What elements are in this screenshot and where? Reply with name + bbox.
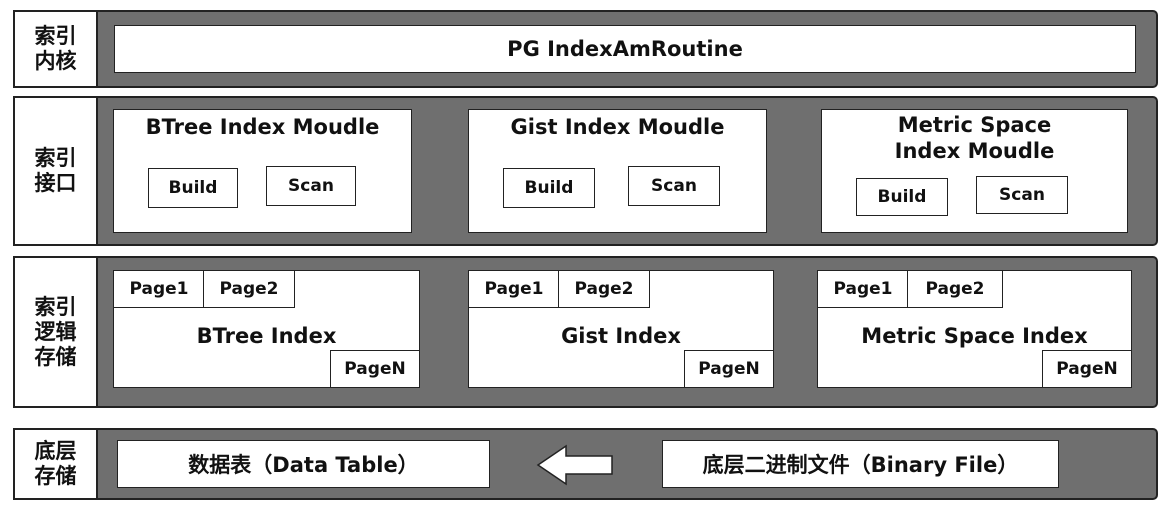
metric-space-scan-button[interactable]: Scan xyxy=(976,176,1068,214)
btree-page2: Page2 xyxy=(203,270,295,308)
row-label-interface-line-2: 接口 xyxy=(34,171,77,195)
metric-space-build-button[interactable]: Build xyxy=(856,178,948,216)
row-label-kernel-line-1: 索引 xyxy=(34,24,77,48)
metric-space-page1: Page1 xyxy=(817,270,909,308)
gist-page1: Page1 xyxy=(468,270,560,308)
metric-space-index-box: Page1 Page2 Metric Space Index PageN xyxy=(817,270,1132,388)
gist-module-title: Gist Index Moudle xyxy=(510,115,725,139)
gist-build-button[interactable]: Build xyxy=(503,168,595,208)
row-label-storage-line-2: 存储 xyxy=(34,464,77,488)
row-label-storage-line-1: 底层 xyxy=(34,439,77,463)
index-am-routine-box: PG IndexAmRoutine xyxy=(114,25,1136,73)
btree-build-button[interactable]: Build xyxy=(148,168,238,208)
row-label-logical: 索引 逻辑 存储 xyxy=(13,256,98,408)
metric-space-pagen: PageN xyxy=(1042,350,1132,388)
row-label-kernel-line-2: 内核 xyxy=(34,49,77,73)
row-label-kernel: 索引 内核 xyxy=(13,10,98,88)
storage-band: 数据表（Data Table） 底层二进制文件（Binary File） xyxy=(98,428,1158,500)
btree-index-name: BTree Index xyxy=(196,324,337,348)
row-label-interface: 索引 接口 xyxy=(13,96,98,246)
kernel-band: PG IndexAmRoutine xyxy=(98,10,1158,88)
btree-scan-button[interactable]: Scan xyxy=(266,166,356,206)
row-label-logical-line-3: 存储 xyxy=(34,344,77,369)
data-table-label: 数据表（Data Table） xyxy=(188,453,419,477)
logical-band: Page1 Page2 BTree Index PageN Page1 Page… xyxy=(98,256,1158,408)
row-label-storage: 底层 存储 xyxy=(13,428,98,500)
btree-module-title: BTree Index Moudle xyxy=(145,115,380,139)
binary-file-label: 底层二进制文件（Binary File） xyxy=(702,453,1019,477)
binary-file-box: 底层二进制文件（Binary File） xyxy=(662,440,1059,488)
interface-band: BTree Index Moudle Build Scan Gist Index… xyxy=(98,96,1158,246)
metric-space-module-title: Metric Space Index Moudle xyxy=(894,113,1055,163)
index-am-routine-label: PG IndexAmRoutine xyxy=(507,37,743,61)
gist-module: Gist Index Moudle Build Scan xyxy=(468,109,767,233)
data-table-box: 数据表（Data Table） xyxy=(117,440,490,488)
row-label-logical-line-1: 索引 xyxy=(34,294,77,319)
btree-page1: Page1 xyxy=(113,270,205,308)
row-label-interface-line-1: 索引 xyxy=(34,146,77,170)
gist-index-box: Page1 Page2 Gist Index PageN xyxy=(468,270,774,388)
metric-space-index-name: Metric Space Index xyxy=(861,324,1088,348)
left-arrow-icon xyxy=(536,444,613,486)
gist-page2: Page2 xyxy=(558,270,650,308)
btree-module: BTree Index Moudle Build Scan xyxy=(113,109,412,233)
metric-space-module: Metric Space Index Moudle Build Scan xyxy=(821,109,1128,233)
gist-pagen: PageN xyxy=(684,350,774,388)
btree-index-box: Page1 Page2 BTree Index PageN xyxy=(113,270,420,388)
gist-scan-button[interactable]: Scan xyxy=(628,166,720,206)
btree-pagen: PageN xyxy=(330,350,420,388)
row-label-logical-line-2: 逻辑 xyxy=(34,319,77,344)
metric-space-page2: Page2 xyxy=(907,270,1003,308)
gist-index-name: Gist Index xyxy=(561,324,681,348)
